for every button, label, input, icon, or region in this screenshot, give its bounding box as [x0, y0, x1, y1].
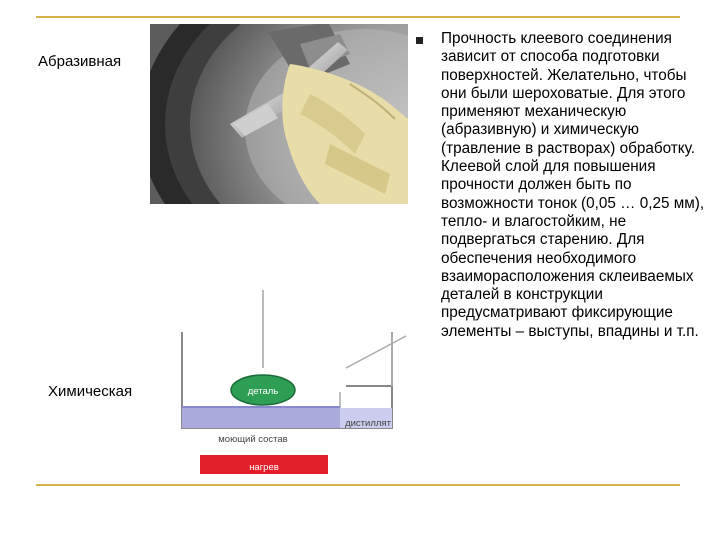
- body-paragraph: Прочность клеевого соединения зависит от…: [441, 30, 705, 340]
- top-divider: [36, 16, 680, 18]
- distillate-label: дистиллят: [345, 418, 391, 429]
- chemical-label: Химическая: [48, 383, 133, 400]
- abrasive-sanding-photo: [150, 24, 408, 204]
- part-label: деталь: [248, 386, 279, 397]
- abrasive-label: Абразивная: [38, 53, 122, 70]
- chemical-bath-diagram: деталь моющий состав дистиллят нагрев: [170, 286, 410, 476]
- heater-label: нагрев: [249, 462, 279, 473]
- bullet-icon: [416, 37, 423, 44]
- etchant-label: моющий состав: [218, 434, 287, 445]
- bottom-divider: [36, 484, 680, 486]
